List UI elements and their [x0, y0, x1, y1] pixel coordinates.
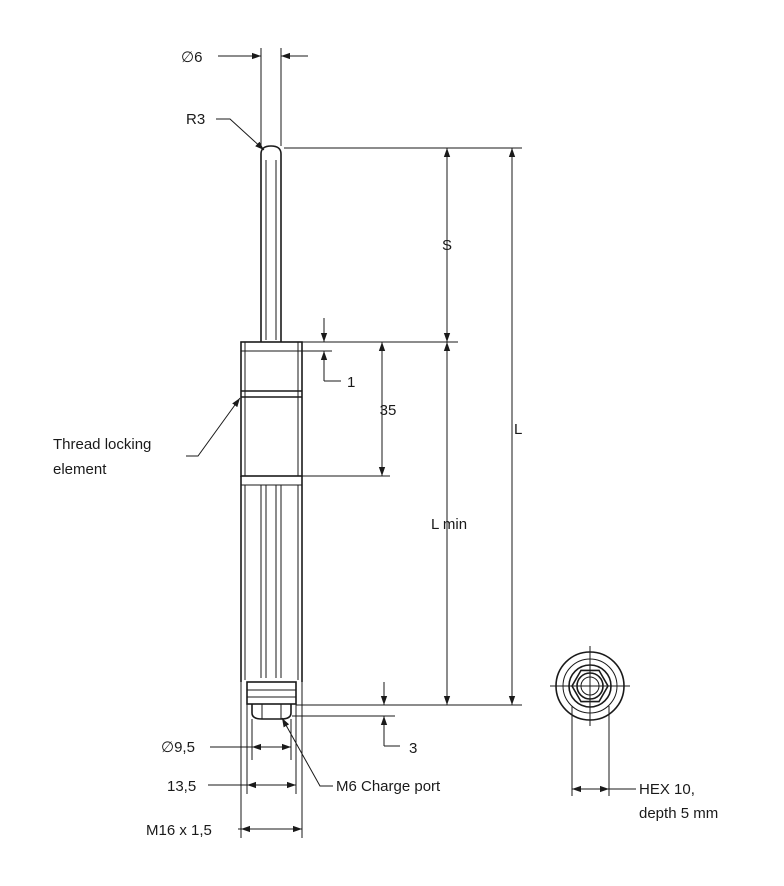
label-3: 3	[409, 740, 417, 757]
label-35: 35	[380, 402, 397, 419]
label-thread-locking: Thread locking	[53, 436, 151, 453]
label-l: L	[514, 421, 522, 438]
label-depth: depth 5 mm	[639, 805, 718, 822]
gas-spring-body	[240, 145, 303, 720]
label-135: 13,5	[167, 778, 196, 795]
label-lmin: L min	[431, 516, 467, 533]
label-m16: M16 x 1,5	[146, 822, 212, 839]
end-view-hex-socket	[550, 646, 636, 796]
dimension-lines	[186, 48, 522, 838]
label-dia6: ∅6	[181, 49, 202, 66]
label-r3: R3	[186, 111, 205, 128]
threaded-head	[240, 341, 303, 477]
dimension-labels: ∅6 R3 S L 1 35 Thread locking element L …	[53, 49, 718, 839]
label-s: S	[442, 237, 452, 254]
piston-rod	[260, 145, 282, 342]
label-hex: HEX 10,	[639, 781, 695, 798]
label-dia95: ∅9,5	[161, 739, 195, 756]
label-charge-port: M6 Charge port	[336, 778, 441, 795]
label-1: 1	[347, 374, 355, 391]
label-element: element	[53, 461, 107, 478]
